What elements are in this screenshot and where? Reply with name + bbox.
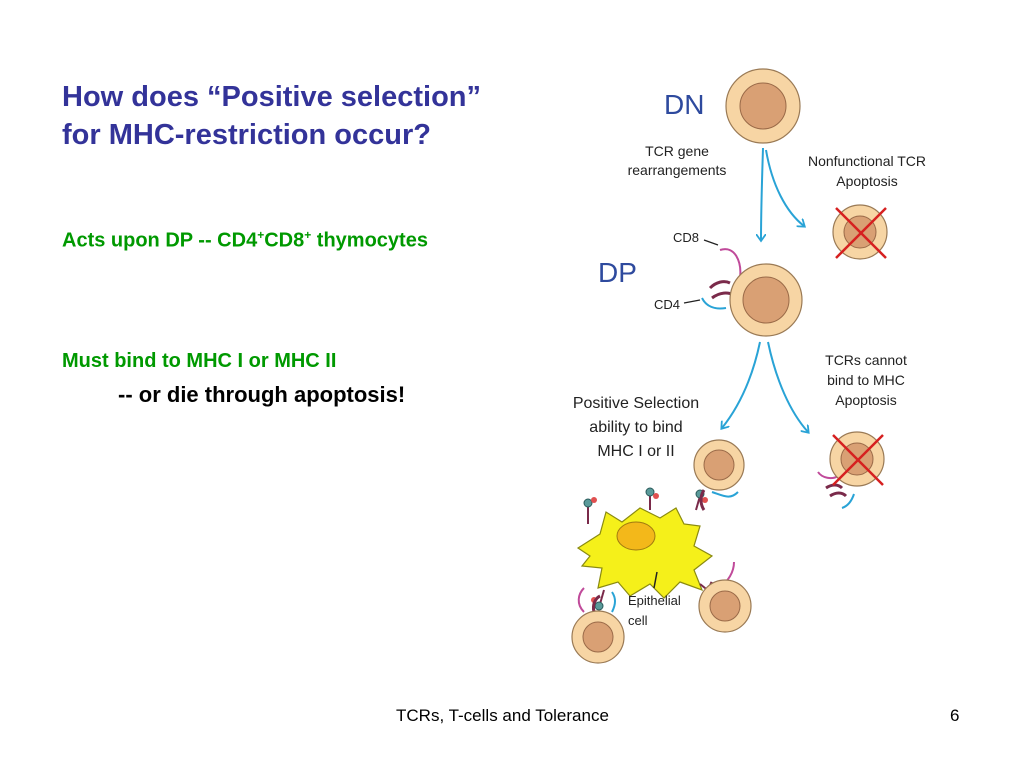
acts-upon-prefix: Acts upon DP -- CD4 [62, 229, 258, 252]
acts-upon-mid: CD8 [264, 229, 305, 252]
cd4-plus-sup: + [257, 228, 265, 242]
apoptotic-cell-2 [817, 431, 885, 509]
positive-selection-text-3: MHC I or II [597, 443, 674, 460]
dn-cell [725, 68, 801, 144]
epithelial-label-2: cell [628, 613, 648, 628]
apoptotic-cell-1 [832, 204, 888, 260]
selected-thymocyte-1 [693, 439, 745, 511]
tcr-gene-text-2: rearrangements [628, 162, 727, 178]
tcr-gene-text-1: TCR gene [645, 143, 709, 159]
tcrs-cannot-text-2: bind to MHC [827, 372, 905, 388]
mhc-molecule [645, 487, 659, 510]
nonfunctional-text-2: Apoptosis [836, 173, 897, 189]
acts-upon-text: Acts upon DP -- CD4+CD8+ thymocytes [62, 228, 428, 253]
arrow-dn-to-dp [761, 147, 763, 240]
cd4-label: CD4 [654, 297, 680, 312]
arrow-dp-to-positive [722, 341, 761, 428]
footer-title: TCRs, T-cells and Tolerance [396, 706, 609, 725]
positive-selection-text-2: ability to bind [589, 419, 682, 436]
cd8-label: CD8 [673, 230, 699, 245]
page-number: 6 [950, 706, 960, 725]
mhc-molecule [583, 497, 597, 524]
epithelial-cell [576, 487, 719, 611]
dp-cell [701, 248, 803, 337]
title-line-2: for MHC-restriction occur? [62, 119, 431, 151]
arrow-dn-to-apoptosis [765, 149, 804, 226]
positive-selection-text-1: Positive Selection [573, 395, 699, 412]
acts-upon-suffix: thymocytes [311, 229, 428, 252]
or-die-text: -- or die through apoptosis! [118, 382, 406, 407]
title-line-1: How does “Positive selection” [62, 81, 481, 113]
tcrs-cannot-text-1: TCRs cannot [825, 352, 907, 368]
cd8-plus-sup: + [304, 228, 312, 242]
slide-title: How does “Positive selection” for MHC-re… [62, 78, 562, 154]
nonfunctional-text-1: Nonfunctional TCR [808, 153, 926, 169]
must-bind-text: Must bind to MHC I or MHC II [62, 350, 337, 372]
dn-label: DN [664, 89, 704, 120]
dp-label: DP [598, 257, 637, 288]
epithelial-label-1: Epithelial [628, 593, 681, 608]
tcrs-cannot-text-3: Apoptosis [835, 392, 896, 408]
selected-thymocyte-2 [698, 561, 752, 633]
selected-thymocyte-3 [571, 587, 625, 664]
thymocyte-selection-diagram: DN TCR gene rearrangements Nonfunctional… [571, 68, 926, 664]
arrow-dp-to-apoptosis [767, 341, 808, 432]
